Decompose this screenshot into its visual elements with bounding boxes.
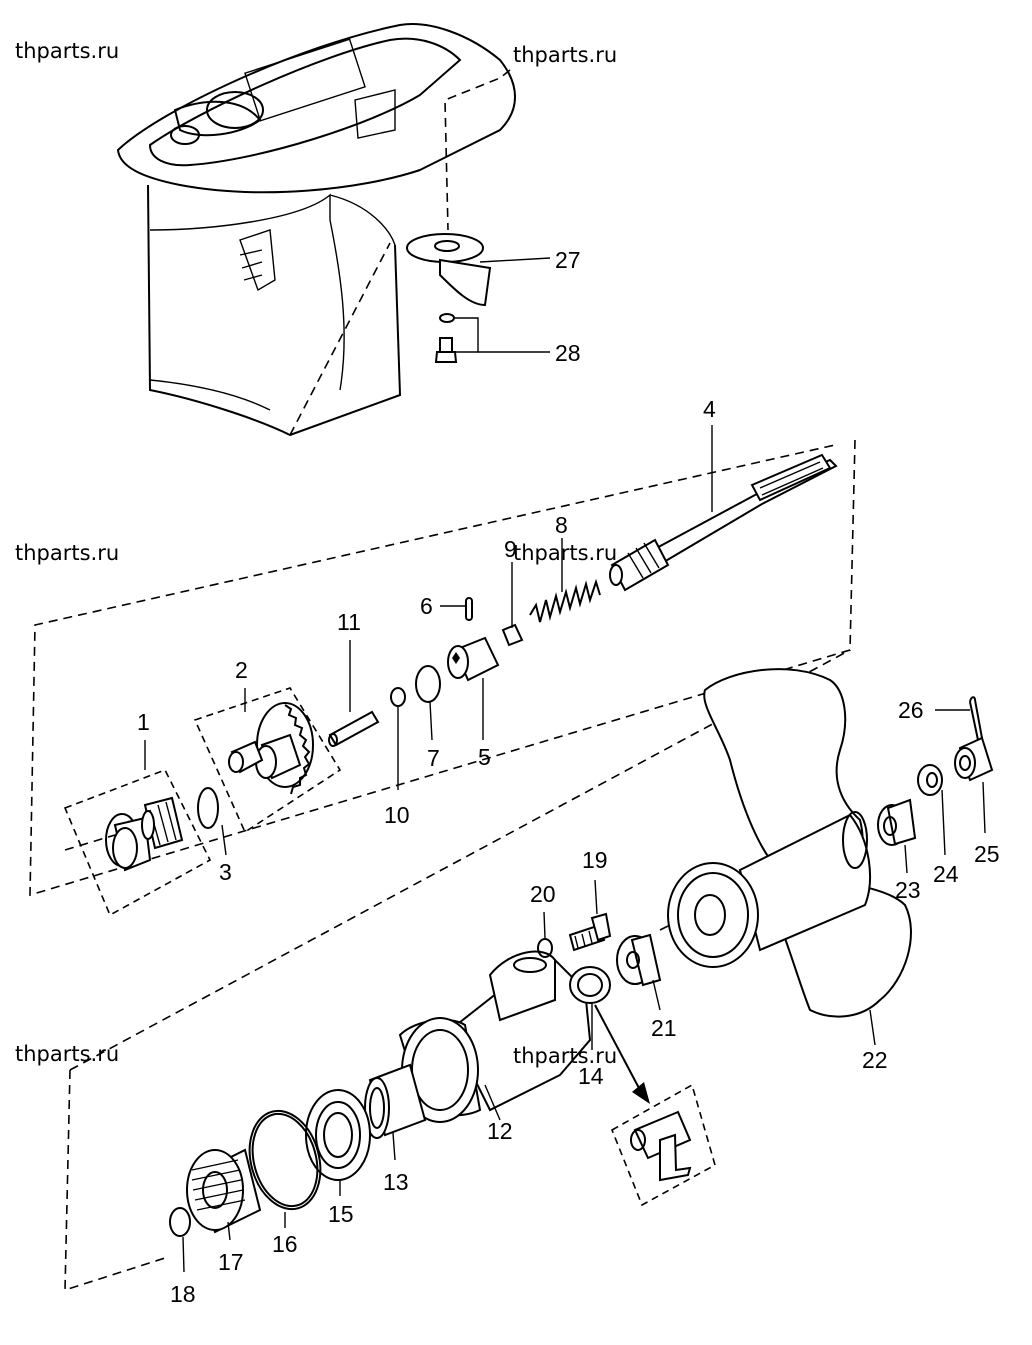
housing-bolt bbox=[568, 879, 612, 952]
part-label-13: 13 bbox=[383, 1169, 409, 1195]
watermark: thparts.ru bbox=[15, 1042, 119, 1066]
bolt-and-washer bbox=[434, 313, 550, 363]
clutch bbox=[447, 636, 500, 740]
part-label-8: 8 bbox=[555, 512, 568, 538]
bearing-housing bbox=[398, 950, 592, 1123]
part-label-18: 18 bbox=[170, 1281, 196, 1307]
spacer bbox=[616, 933, 662, 1011]
part-label-4: 4 bbox=[703, 396, 716, 422]
watermark: thparts.ru bbox=[513, 43, 617, 67]
thrust-spacer bbox=[877, 798, 917, 874]
part-label-26: 26 bbox=[898, 697, 924, 723]
washer bbox=[537, 911, 553, 958]
watermark: thparts.ru bbox=[513, 541, 617, 565]
o-ring bbox=[248, 1109, 322, 1228]
part-label-11: 11 bbox=[337, 609, 361, 635]
push-rod bbox=[328, 640, 380, 747]
casing-guide-line bbox=[289, 242, 391, 436]
forward-gear bbox=[193, 687, 342, 834]
part-label-6: 6 bbox=[420, 593, 433, 619]
lower-casing bbox=[116, 23, 516, 437]
part-label-2: 2 bbox=[235, 657, 248, 683]
part-label-5: 5 bbox=[478, 744, 491, 770]
shim bbox=[197, 787, 227, 856]
watermark: thparts.ru bbox=[15, 39, 119, 63]
reverse-gear bbox=[186, 1148, 262, 1241]
part-label-21: 21 bbox=[651, 1015, 677, 1041]
watermark: thparts.ru bbox=[15, 541, 119, 565]
washer-small bbox=[390, 687, 406, 790]
part-label-19: 19 bbox=[582, 847, 608, 873]
propeller-shaft bbox=[609, 425, 838, 592]
part-label-20: 20 bbox=[530, 881, 556, 907]
anode bbox=[406, 233, 551, 307]
shift-pin bbox=[501, 562, 524, 647]
needle-bearing bbox=[364, 1063, 427, 1161]
part-label-1: 1 bbox=[137, 709, 150, 735]
part-label-3: 3 bbox=[219, 859, 232, 885]
part-label-25: 25 bbox=[974, 841, 1000, 867]
part-label-22: 22 bbox=[862, 1047, 888, 1073]
part-label-12: 12 bbox=[487, 1118, 513, 1144]
part-label-9: 9 bbox=[504, 536, 517, 562]
part-label-17: 17 bbox=[218, 1249, 244, 1275]
part-label-15: 15 bbox=[328, 1201, 354, 1227]
clip bbox=[415, 665, 441, 741]
cotter-pin bbox=[935, 696, 983, 741]
spring bbox=[529, 538, 601, 623]
axis-line-left bbox=[64, 834, 116, 851]
oil-seal bbox=[569, 966, 650, 1104]
part-label-7: 7 bbox=[427, 745, 440, 771]
part-label-16: 16 bbox=[272, 1231, 298, 1257]
watermark: thparts.ru bbox=[513, 1044, 617, 1068]
prop-washer bbox=[917, 764, 946, 856]
thrust-washer bbox=[169, 1207, 191, 1273]
tapered-bearing bbox=[63, 740, 212, 917]
propeller-frame bbox=[64, 1069, 166, 1292]
part-label-24: 24 bbox=[933, 861, 959, 887]
cross-pin bbox=[440, 597, 473, 621]
part-label-23: 23 bbox=[895, 877, 921, 903]
ball-bearing bbox=[305, 1089, 371, 1196]
propeller bbox=[667, 668, 912, 1046]
part-label-28: 28 bbox=[555, 340, 581, 366]
part-label-14: 14 bbox=[578, 1063, 604, 1089]
shaft-frame bbox=[29, 439, 856, 897]
seal-detail-inset bbox=[610, 1083, 716, 1207]
part-label-27: 27 bbox=[555, 247, 581, 273]
castle-nut bbox=[954, 736, 994, 834]
casing-guide-line-2 bbox=[444, 69, 511, 231]
part-label-10: 10 bbox=[384, 802, 410, 828]
